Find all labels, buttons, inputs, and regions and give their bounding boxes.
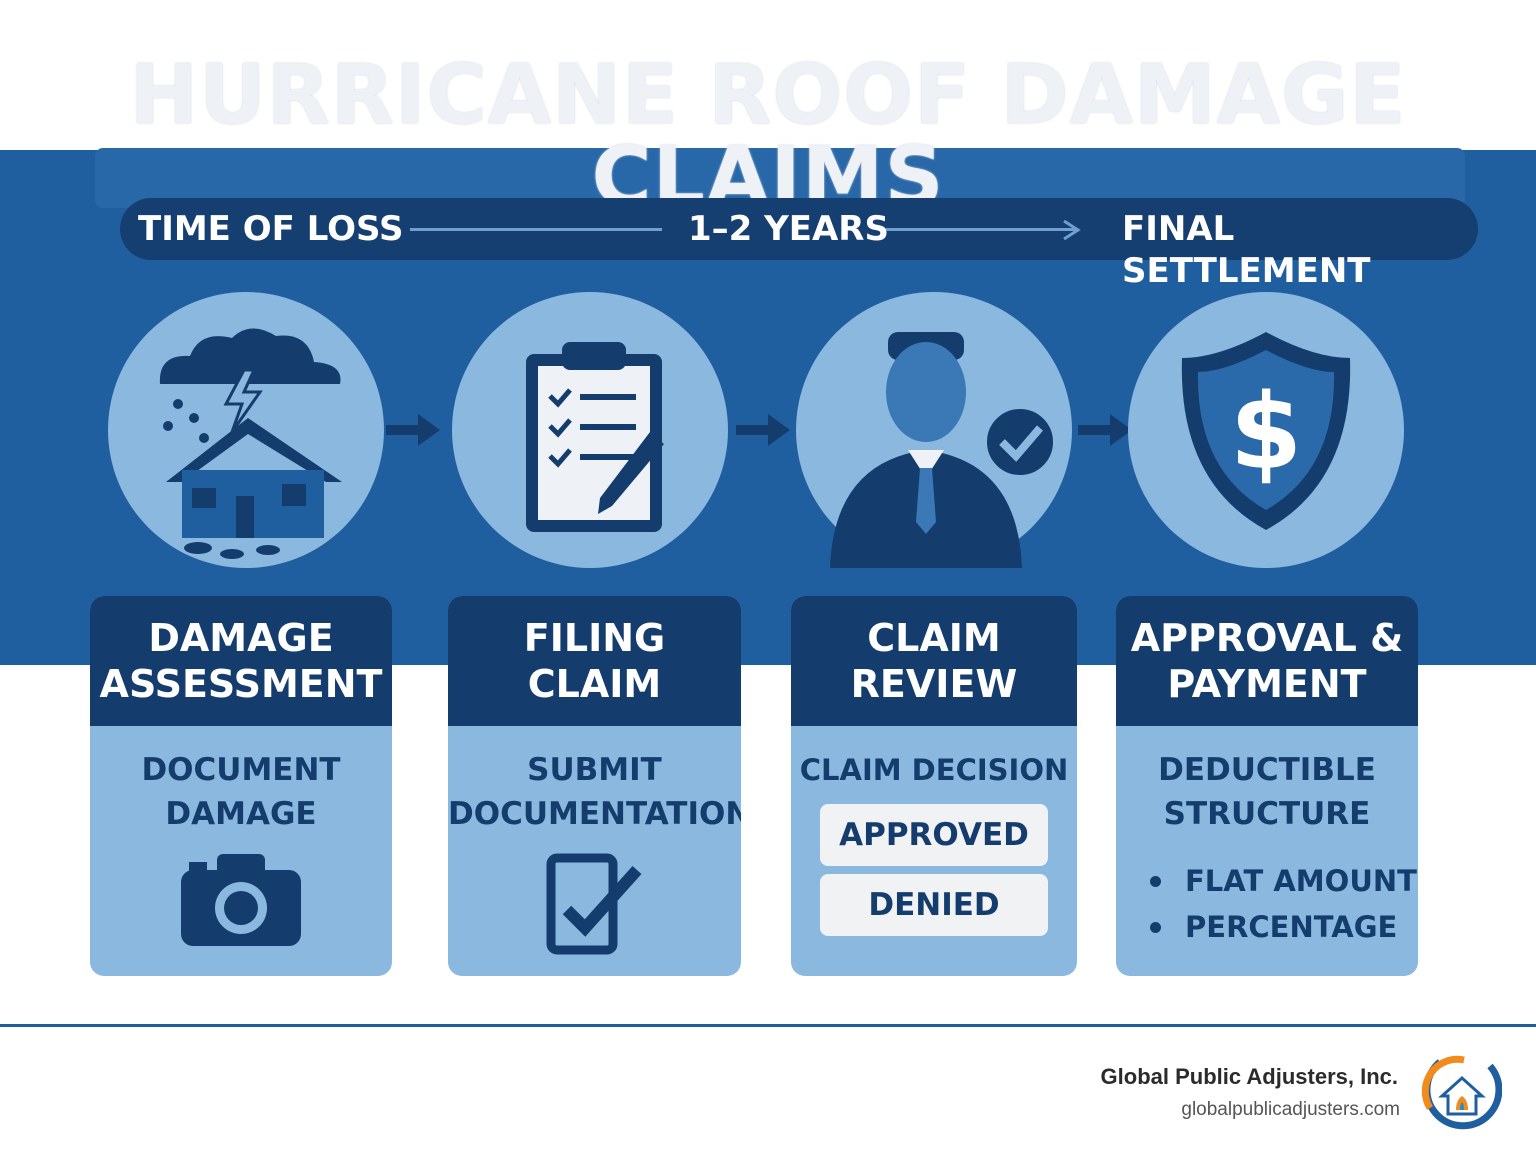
- card-title-line1: DAMAGE: [148, 616, 334, 660]
- card-subtitle-line2: STRUCTURE: [1163, 796, 1371, 832]
- list-item: FLAT AMOUNT: [1150, 858, 1418, 904]
- timeline-line-right: [886, 228, 1076, 231]
- card-header: CLAIM REVIEW: [791, 596, 1077, 726]
- timeline-bar: TIME OF LOSS 1–2 YEARS FINAL SETTLEMENT: [120, 198, 1478, 291]
- timeline-end: FINAL SETTLEMENT: [1122, 209, 1371, 291]
- company-name: Global Public Adjusters, Inc.: [1100, 1064, 1398, 1089]
- list-item-label: PERCENTAGE: [1185, 910, 1398, 944]
- card-header: DAMAGE ASSESSMENT: [90, 596, 392, 726]
- card-subtitle: SUBMIT DOCUMENTATION: [448, 748, 741, 836]
- camera-icon: [181, 854, 301, 946]
- step-card-filing-claim: FILING CLAIM SUBMIT DOCUMENTATION: [448, 596, 741, 976]
- decision-approved: APPROVED: [820, 804, 1048, 866]
- decision-denied: DENIED: [820, 874, 1048, 936]
- card-subtitle: DOCUMENT DAMAGE: [90, 748, 392, 836]
- timeline-middle: 1–2 YEARS: [688, 209, 889, 249]
- bullet-icon: [1150, 921, 1161, 933]
- card-title-line2: ASSESSMENT: [99, 662, 383, 706]
- card-subtitle-line2: DOCUMENTATION: [448, 796, 741, 832]
- card-title-line1: APPROVAL &: [1130, 616, 1404, 660]
- checkbox-icon: [546, 853, 641, 955]
- step-card-claim-review: CLAIM REVIEW CLAIM DECISION APPROVED DEN…: [791, 596, 1077, 976]
- adjuster-approved-icon: [796, 292, 1072, 568]
- timeline-arrow-icon: [1063, 219, 1081, 241]
- step-card-damage-assessment: DAMAGE ASSESSMENT DOCUMENT DAMAGE: [90, 596, 392, 976]
- card-subtitle: DEDUCTIBLE STRUCTURE: [1116, 748, 1418, 836]
- arrow-right-icon: [386, 414, 440, 446]
- card-title-line1: CLAIM: [867, 616, 1001, 660]
- card-subtitle-line1: SUBMIT: [527, 752, 662, 788]
- page-title: HURRICANE ROOF DAMAGE CLAIMS: [129, 48, 1407, 225]
- list-item-label: FLAT AMOUNT: [1185, 864, 1417, 898]
- deductible-list: FLAT AMOUNT PERCENTAGE: [1150, 858, 1418, 950]
- shield-dollar-icon: $: [1128, 292, 1404, 568]
- company-logo-icon: [1421, 1055, 1502, 1130]
- card-title-line2: PAYMENT: [1167, 662, 1367, 706]
- card-subtitle: CLAIM DECISION: [799, 753, 1069, 787]
- card-title-line2: REVIEW: [850, 662, 1018, 706]
- list-item: PERCENTAGE: [1150, 904, 1418, 950]
- card-header: APPROVAL & PAYMENT: [1116, 596, 1418, 726]
- card-subtitle-line1: DEDUCTIBLE: [1158, 752, 1376, 788]
- company-url[interactable]: globalpublicadjusters.com: [1181, 1099, 1400, 1120]
- card-title-line2: CLAIM: [527, 662, 662, 706]
- card-header: FILING CLAIM: [448, 596, 741, 726]
- clipboard-checklist-icon: [452, 292, 728, 568]
- card-title-line1: FILING: [523, 616, 666, 660]
- card-subtitle-line1: DOCUMENT: [141, 752, 341, 788]
- step-card-approval-payment: APPROVAL & PAYMENT DEDUCTIBLE STRUCTURE …: [1116, 596, 1418, 976]
- svg-text:$: $: [1230, 371, 1302, 493]
- timeline-start: TIME OF LOSS: [138, 209, 404, 249]
- footer-divider: [0, 1024, 1536, 1027]
- card-subtitle-line2: DAMAGE: [165, 796, 317, 832]
- bullet-icon: [1150, 875, 1161, 887]
- arrow-right-icon: [736, 414, 790, 446]
- storm-house-icon: [108, 292, 384, 568]
- timeline-line-left: [410, 228, 662, 231]
- arrow-right-icon: [1078, 414, 1132, 446]
